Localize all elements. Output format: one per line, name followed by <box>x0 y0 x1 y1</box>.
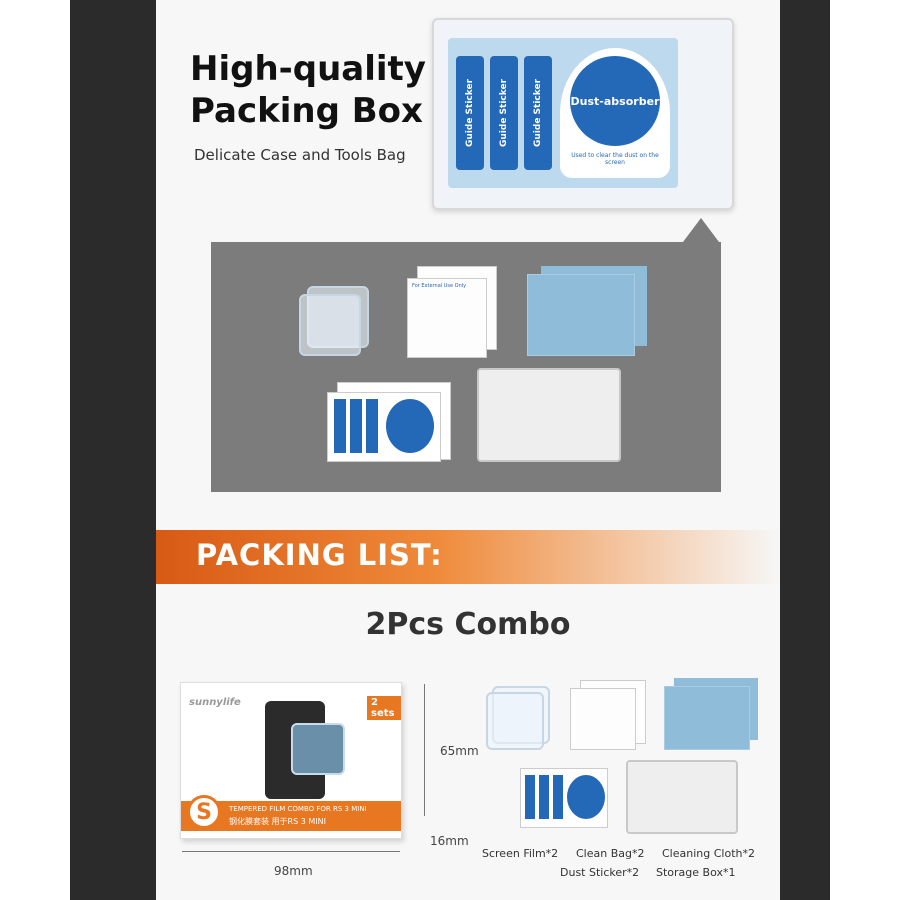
guide-sticker: Guide Sticker <box>490 56 518 170</box>
item-label-storage-box: Storage Box*1 <box>656 866 736 879</box>
item-label-cleaning-cloth: Cleaning Cloth*2 <box>662 847 755 860</box>
item-label-clean-bag: Clean Bag*2 <box>576 847 645 860</box>
right-margin-bar <box>780 0 830 900</box>
dust-sticker-image <box>327 392 441 462</box>
guide-sticker-strip <box>525 775 535 819</box>
sets-badge: 2 sets <box>367 696 401 720</box>
dust-absorber-disc <box>567 775 605 819</box>
guide-sticker-strip <box>539 775 549 819</box>
guide-sticker-label: Guide Sticker <box>465 78 475 148</box>
package-line-english: TEMPERED FILM COMBO FOR RS 3 MINI <box>229 805 367 813</box>
item-label-screen-film: Screen Film*2 <box>482 847 559 860</box>
camera-screen-film <box>291 723 345 775</box>
guide-sticker-strip <box>366 399 378 453</box>
package-label-strip: S TEMPERED FILM COMBO FOR RS 3 MINI 钢化膜套… <box>181 795 401 831</box>
height-dimension-line <box>424 684 425 816</box>
cleaning-cloth-image <box>664 686 750 750</box>
hero-title-line2: Packing Box <box>190 91 423 131</box>
guide-sticker: Guide Sticker <box>524 56 552 170</box>
guide-sticker-label: Guide Sticker <box>499 78 509 148</box>
cleaning-cloth-image <box>527 274 635 356</box>
width-dimension-label: 98mm <box>274 864 313 878</box>
dust-sticker-image <box>520 768 608 828</box>
guide-sticker-label: Guide Sticker <box>533 78 543 148</box>
combo-title: 2Pcs Combo <box>365 607 571 642</box>
screen-film-image <box>486 692 544 750</box>
storage-box-image <box>626 760 738 834</box>
item-label-dust-sticker: Dust Sticker*2 <box>560 866 640 879</box>
storage-box-image <box>477 368 621 462</box>
clean-bag-image: For External Use Only <box>407 278 487 358</box>
hero-subtitle: Delicate Case and Tools Bag <box>194 146 406 164</box>
depth-dimension-label: 16mm <box>430 834 469 848</box>
accessories-showcase: For External Use Only <box>211 242 721 492</box>
guide-sticker-strip <box>334 399 346 453</box>
clean-bag-heading: For External Use Only <box>412 283 467 289</box>
left-margin-bar <box>70 0 156 900</box>
dust-absorber-disc: Dust-absorber <box>570 56 660 146</box>
guide-sticker-strip <box>553 775 563 819</box>
clean-bag-image <box>570 688 636 750</box>
width-dimension-line <box>182 851 400 852</box>
packing-list-heading: PACKING LIST: <box>196 538 443 572</box>
guide-sticker-strip <box>350 399 362 453</box>
packing-list-banner: PACKING LIST: <box>156 530 780 584</box>
dust-absorber: Dust-absorber Used to clear the dust on … <box>560 48 670 178</box>
brand-logo: sunnylife <box>189 697 241 708</box>
retail-package: sunnylife 2 sets S TEMPERED FILM COMBO F… <box>180 682 402 839</box>
product-panel: High-quality Packing Box Delicate Case a… <box>156 0 780 900</box>
dust-absorber-note: Used to clear the dust on the screen <box>571 152 659 166</box>
brand-s-logo: S <box>187 795 221 829</box>
dust-absorber-disc <box>386 399 434 453</box>
hero-title: High-quality Packing Box <box>190 48 426 132</box>
package-line-chinese: 钢化膜套装 用于RS 3 MINI <box>229 817 326 826</box>
dust-absorber-label: Dust-absorber <box>570 94 660 108</box>
case-contents: Guide Sticker Guide Sticker Guide Sticke… <box>448 38 678 188</box>
guide-sticker: Guide Sticker <box>456 56 484 170</box>
height-dimension-label: 65mm <box>440 744 479 758</box>
screen-film-image <box>299 294 361 356</box>
storage-case-photo: Guide Sticker Guide Sticker Guide Sticke… <box>432 18 734 210</box>
hero-title-line1: High-quality <box>190 49 426 89</box>
callout-notch <box>683 218 719 242</box>
